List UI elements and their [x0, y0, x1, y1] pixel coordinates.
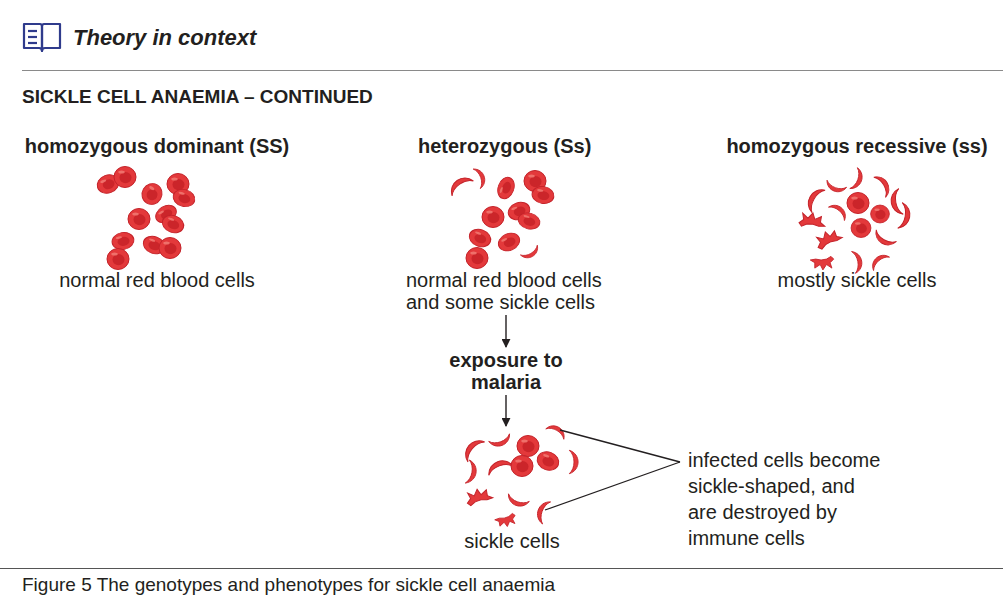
- callout-note: infected cells become sickle-shaped, and…: [688, 447, 884, 551]
- phenotype-label: normal red blood cells and some sickle c…: [406, 269, 618, 313]
- book-icon: [24, 24, 60, 51]
- phenotype-label: mostly sickle cells: [778, 269, 937, 291]
- cell-group: exposure to malaria: [441, 349, 571, 393]
- section-title: SICKLE CELL ANAEMIA – CONTINUED: [22, 86, 373, 108]
- phenotype-label: normal red blood cells: [59, 269, 255, 291]
- normal-cell-cluster: [95, 167, 197, 270]
- callout-leader: [545, 430, 680, 510]
- caption-rule: [0, 568, 1003, 569]
- cell-group: sickle cells: [432, 428, 592, 552]
- genotype-heading: homozygous recessive (ss): [726, 134, 987, 158]
- cell-group: homozygous recessive (ss) mostly sickle c…: [716, 134, 998, 291]
- infected-cell-cluster: [460, 422, 578, 528]
- figure-caption: Figure 5 The genotypes and phenotypes fo…: [22, 574, 555, 596]
- genotype-heading: homozygous dominant (SS): [25, 134, 289, 158]
- sickle-cell-cluster: [799, 168, 912, 274]
- mixed-cell-cluster: [446, 166, 555, 268]
- cell-group: homozygous dominant (SS) normal red blood…: [17, 134, 297, 291]
- cell-group: heterozygous (Ss) normal red blood cells …: [406, 134, 626, 313]
- header-rule: [22, 70, 1003, 71]
- condition-label: exposure to malaria: [441, 349, 571, 393]
- flow-arrow: [505, 395, 506, 426]
- genotype-heading: heterozygous (Ss): [418, 134, 591, 158]
- phenotype-label: sickle cells: [464, 530, 560, 552]
- flow-arrow: [505, 315, 506, 347]
- banner-heading: Theory in context: [73, 25, 256, 51]
